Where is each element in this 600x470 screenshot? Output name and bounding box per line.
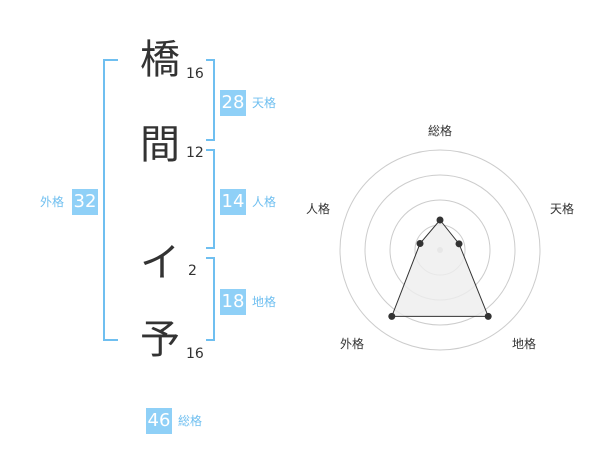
name-char-4: 予 bbox=[140, 317, 180, 363]
gaikaku-value: 32 bbox=[72, 189, 98, 215]
name-char-3: イ bbox=[140, 240, 180, 286]
radar-ring-3 bbox=[364, 174, 516, 326]
radar-point-4 bbox=[388, 312, 396, 320]
radar-axis-label-jinkaku: 人格 bbox=[306, 202, 331, 216]
soukaku-value: 46 bbox=[146, 408, 172, 434]
tenkaku-value: 28 bbox=[220, 90, 246, 116]
gaikaku-label: 外格 bbox=[40, 195, 65, 209]
radar-ring-4 bbox=[339, 149, 541, 351]
stroke-count-3: 2 bbox=[188, 263, 197, 279]
gaikaku-bracket bbox=[103, 59, 118, 341]
radar-point-1 bbox=[436, 216, 444, 224]
radar-polygon bbox=[391, 219, 489, 317]
jinkaku-bracket bbox=[206, 149, 215, 249]
jinkaku-label: 人格 bbox=[252, 195, 277, 209]
name-char-2: 間 bbox=[140, 122, 180, 168]
radar-point-5 bbox=[416, 240, 424, 248]
chikaku-bracket bbox=[206, 257, 215, 341]
jinkaku-value: 14 bbox=[220, 189, 246, 215]
stroke-count-1: 16 bbox=[186, 66, 204, 82]
radar-axis-label-gaikaku: 外格 bbox=[340, 337, 365, 351]
radar-point-3 bbox=[484, 312, 492, 320]
radar-point-2 bbox=[455, 240, 463, 248]
stroke-count-2: 12 bbox=[186, 145, 204, 161]
radar-axis-label-soukaku: 総格 bbox=[428, 124, 453, 138]
chikaku-label: 地格 bbox=[252, 295, 277, 309]
radar-axis-label-tenkaku: 天格 bbox=[550, 202, 575, 216]
stroke-count-4: 16 bbox=[186, 346, 204, 362]
name-char-1: 橋 bbox=[140, 37, 180, 83]
radar-axis-label-chikaku: 地格 bbox=[512, 337, 537, 351]
chikaku-value: 18 bbox=[220, 289, 246, 315]
tenkaku-label: 天格 bbox=[252, 96, 277, 110]
soukaku-label: 総格 bbox=[178, 414, 203, 428]
tenkaku-bracket bbox=[206, 59, 215, 141]
